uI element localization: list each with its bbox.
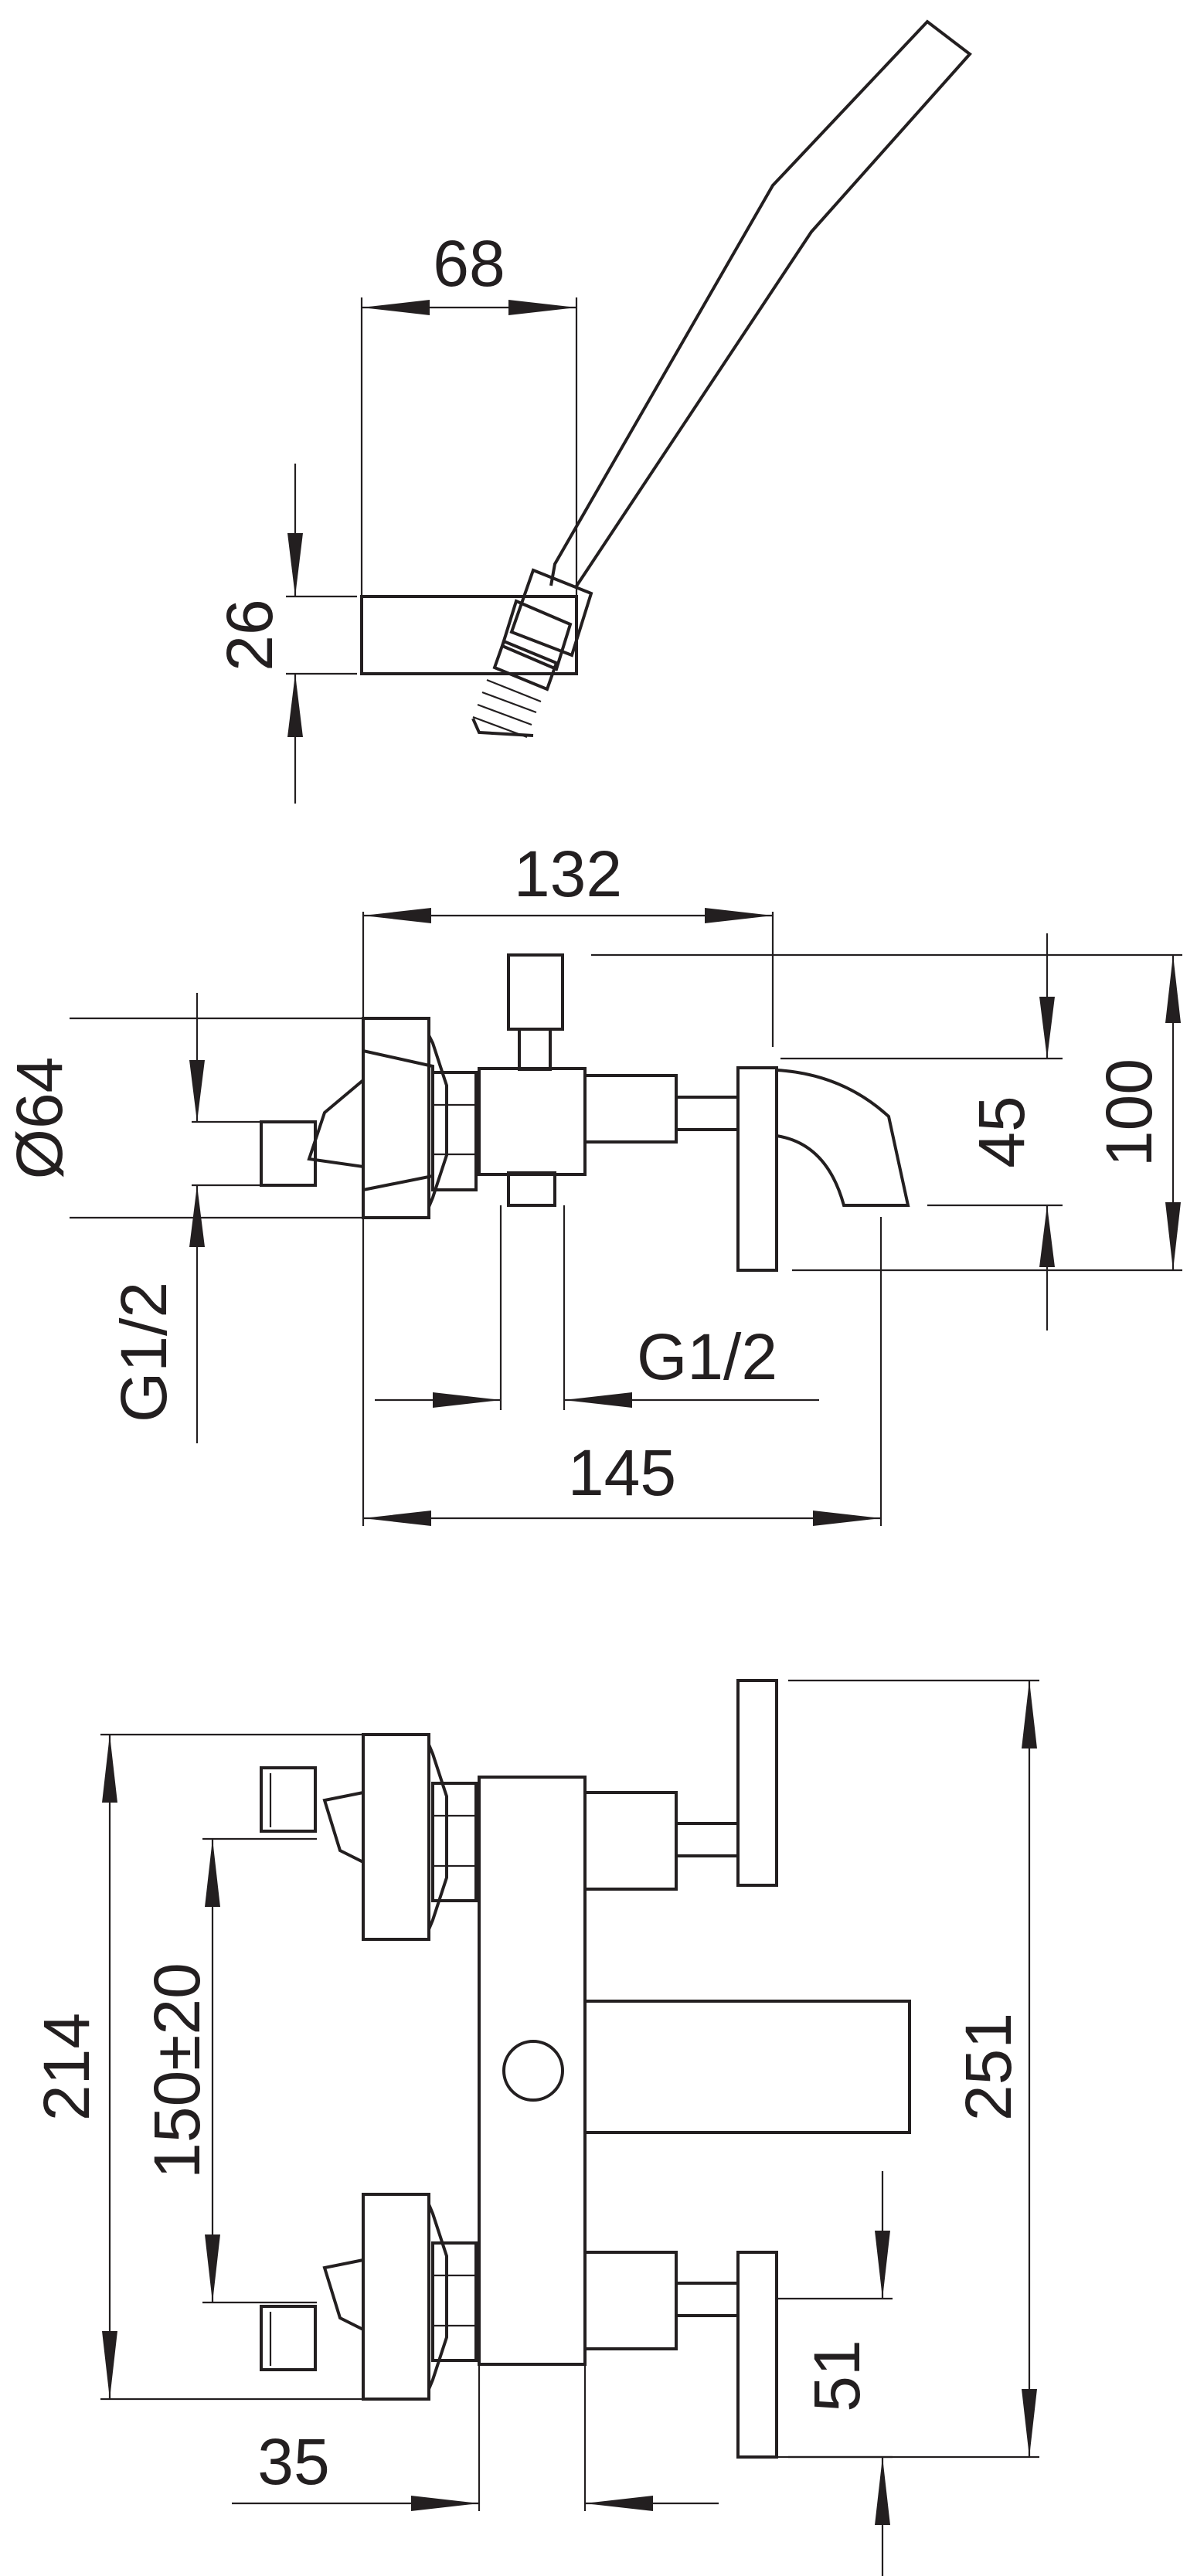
dimension-251: 251: [788, 1679, 1039, 2459]
dim-top-height: 26: [213, 599, 286, 671]
shower-holder-view: 68 26: [213, 19, 972, 804]
upper-inlet: [260, 1679, 778, 1941]
dim-overall-height: 100: [1093, 1059, 1165, 1167]
dim-total-span: 251: [952, 2013, 1025, 2121]
dim-top-width: 68: [433, 227, 505, 300]
dim-centers: 150±20: [141, 1963, 213, 2179]
dimension-26: 26: [213, 464, 357, 804]
dim-spout-drop: 45: [965, 1096, 1038, 1167]
dimension-214: 214: [30, 1733, 363, 2401]
dimension-51: 51: [777, 2171, 893, 2576]
dim-inlet-thread: G1/2: [107, 1282, 180, 1422]
dimension-g12-outlet: G1/2: [375, 1205, 819, 1410]
wall-bracket: [360, 595, 578, 675]
front-body: [260, 1679, 911, 2459]
dim-handle-offset: 51: [801, 2340, 873, 2411]
side-elevation-view: 132 Ø64 G1/2 G1/2: [3, 838, 1182, 1526]
dim-overall-depth: 145: [568, 1436, 676, 1509]
dimension-68: 68: [360, 227, 578, 674]
dimension-145: 145: [362, 1217, 882, 1526]
dim-wall-offset: 35: [257, 2425, 329, 2498]
shower-handle-outline: [549, 19, 972, 589]
side-body: [260, 953, 910, 1272]
dim-total-width: 214: [30, 2013, 103, 2121]
dim-diameter: Ø64: [3, 1057, 76, 1180]
dim-middle-overall: 132: [514, 838, 622, 910]
dimension-diameter-64: Ø64: [3, 1017, 363, 1219]
dimension-132: 132: [362, 838, 774, 1047]
dimension-150-20: 150±20: [141, 1837, 317, 2304]
dimension-100: 100: [591, 953, 1182, 1272]
dimension-g12-left: G1/2: [107, 993, 261, 1443]
lower-inlet: [260, 2193, 778, 2459]
dimension-35: 35: [232, 2364, 719, 2511]
dim-outlet-thread: G1/2: [637, 1320, 777, 1393]
dimension-45: 45: [780, 933, 1063, 1330]
front-elevation-view: 214 150±20 251 35: [30, 1679, 1039, 2576]
hose-connector: [471, 568, 593, 739]
